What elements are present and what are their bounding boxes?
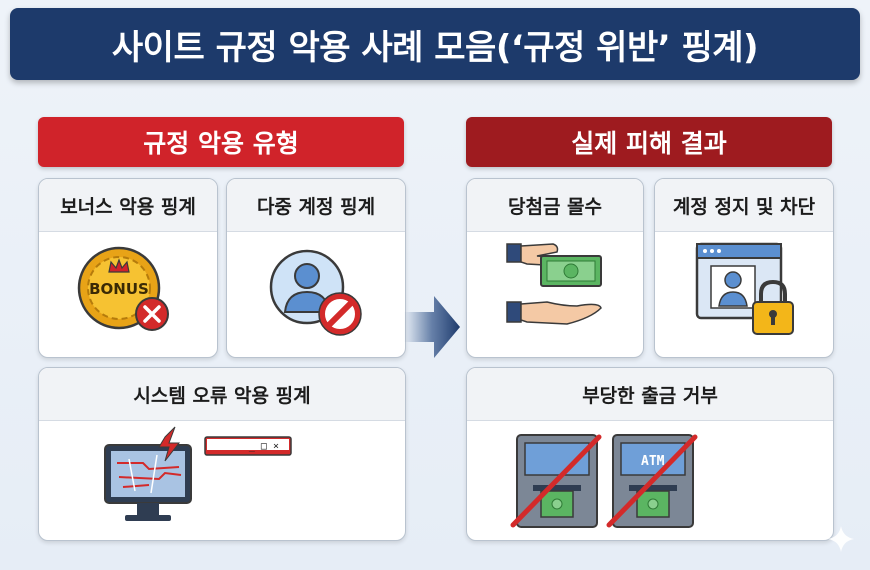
card-label: 다중 계정 핑계 (256, 195, 376, 218)
sparkle-icon (828, 526, 854, 552)
card-system-error-abuse: 시스템 오류 악용 핑계 _ □ × (38, 367, 406, 541)
page-title-banner: 사이트 규정 악용 사례 모음(‘규정 위반’ 핑계) (10, 8, 860, 80)
card-account-suspension: 계정 정지 및 차단 (654, 178, 834, 358)
locked-account-icon (695, 242, 794, 335)
broken-monitor-icon: _ □ × (104, 426, 292, 521)
abuse-types-header-label: 규정 악용 유형 (143, 129, 299, 158)
chip-text: BONUS (89, 280, 149, 298)
card-header: 계정 정지 및 차단 (655, 179, 833, 232)
abuse-types-header: 규정 악용 유형 (38, 117, 404, 167)
card-withdrawal-denied: 부당한 출금 거부 ATM (466, 367, 834, 541)
card-label: 부당한 출금 거부 (582, 384, 718, 407)
flow-arrow-icon (404, 296, 460, 358)
damage-results-header-label: 실제 피해 결과 (571, 129, 727, 158)
user-prohibited-icon (269, 249, 362, 336)
card-header: 다중 계정 핑계 (227, 179, 405, 232)
window-controls: _ □ × (249, 441, 279, 452)
card-label: 보너스 악용 핑계 (60, 195, 196, 218)
card-header: 시스템 오류 악용 핑계 (39, 368, 405, 421)
card-header: 보너스 악용 핑계 (39, 179, 217, 232)
bonus-chip-icon: BONUS (77, 246, 169, 331)
card-label: 시스템 오류 악용 핑계 (133, 384, 311, 407)
card-multi-account: 다중 계정 핑계 (226, 178, 406, 358)
card-winnings-forfeited: 당첨금 몰수 (466, 178, 644, 358)
card-header: 부당한 출금 거부 (467, 368, 833, 421)
card-label: 당첨금 몰수 (507, 195, 602, 218)
blocked-atm-icon: ATM (510, 434, 698, 528)
card-bonus-abuse: 보너스 악용 핑계 BONUS (38, 178, 218, 358)
money-taken-icon (506, 243, 602, 325)
page-title: 사이트 규정 악용 사례 모음(‘규정 위반’ 핑계) (111, 27, 759, 68)
atm-text: ATM (641, 454, 665, 469)
card-label: 계정 정지 및 차단 (672, 195, 816, 218)
card-header: 당첨금 몰수 (467, 179, 643, 232)
damage-results-header: 실제 피해 결과 (466, 117, 832, 167)
